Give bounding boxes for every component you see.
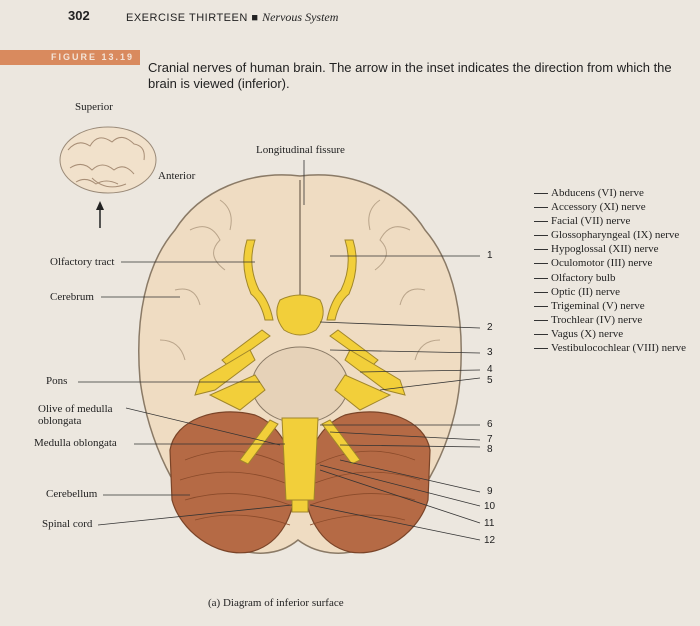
list-item: Vestibulocochlear (VIII) nerve — [534, 341, 686, 355]
list-item: Optic (II) nerve — [534, 285, 686, 299]
figure-caption: Cranial nerves of human brain. The arrow… — [148, 60, 672, 91]
olfactory-tract-label: Olfactory tract — [50, 256, 115, 268]
page-number: 302 — [68, 8, 90, 23]
anterior-label: Anterior — [158, 170, 196, 182]
number-label: 1 — [487, 250, 493, 261]
pons-label: Pons — [46, 375, 68, 387]
cerebellum-shape — [169, 411, 431, 554]
list-item: Hypoglossal (XII) nerve — [534, 242, 686, 256]
list-item: Oculomotor (III) nerve — [534, 256, 686, 270]
number-label: 6 — [487, 419, 493, 430]
left-leader-lines — [78, 160, 305, 526]
medulla-oblongata-label: Medulla oblongata — [34, 437, 117, 449]
number-label: 5 — [487, 375, 493, 386]
list-item: Olfactory bulb — [534, 271, 686, 285]
nerve-term-list: Abducens (VI) nerve Accessory (XI) nerve… — [534, 186, 686, 355]
oblongata-label: oblongata — [38, 415, 82, 427]
number-label: 3 — [487, 347, 493, 358]
olive-of-medulla-label: Olive of medulla — [38, 403, 113, 415]
superior-label: Superior — [75, 101, 113, 113]
medulla-shape — [281, 417, 319, 501]
number-label: 10 — [484, 501, 496, 512]
list-item: Accessory (XI) nerve — [534, 200, 686, 214]
diagram-subcaption: (a) Diagram of inferior surface — [208, 597, 344, 609]
spinal-cord-label: Spinal cord — [42, 518, 93, 530]
number-label: 4 — [487, 364, 493, 375]
cerebrum-label: Cerebrum — [50, 291, 94, 303]
number-label: 8 — [487, 444, 493, 455]
list-item: Trochlear (IV) nerve — [534, 313, 686, 327]
right-leader-lines — [309, 255, 481, 541]
list-item: Facial (VII) nerve — [534, 214, 686, 228]
exercise-title: EXERCISE THIRTEEN — [126, 12, 248, 24]
number-label: 11 — [484, 518, 495, 529]
chapter-subject: Nervous System — [262, 10, 339, 24]
pons-shape — [251, 346, 349, 424]
running-header: EXERCISE THIRTEEN ■ Nervous System — [126, 10, 338, 25]
list-item: Trigeminal (V) nerve — [534, 299, 686, 313]
list-item: Abducens (VI) nerve — [534, 186, 686, 200]
list-item: Vagus (X) nerve — [534, 327, 686, 341]
number-label: 2 — [487, 322, 493, 333]
inferior-view-arrow-icon — [96, 201, 104, 228]
cranial-nerves — [194, 239, 406, 513]
number-label: 9 — [487, 486, 493, 497]
figure-tag: FIGURE 13.19 — [0, 50, 140, 65]
cerebellum-label: Cerebellum — [46, 488, 98, 500]
longitudinal-fissure-label: Longitudinal fissure — [256, 144, 345, 156]
inset-brain-icon — [59, 126, 157, 194]
header-separator: ■ — [251, 12, 259, 24]
list-item: Glossopharyngeal (IX) nerve — [534, 228, 686, 242]
number-label: 7 — [487, 434, 493, 445]
number-label: 12 — [484, 535, 496, 546]
